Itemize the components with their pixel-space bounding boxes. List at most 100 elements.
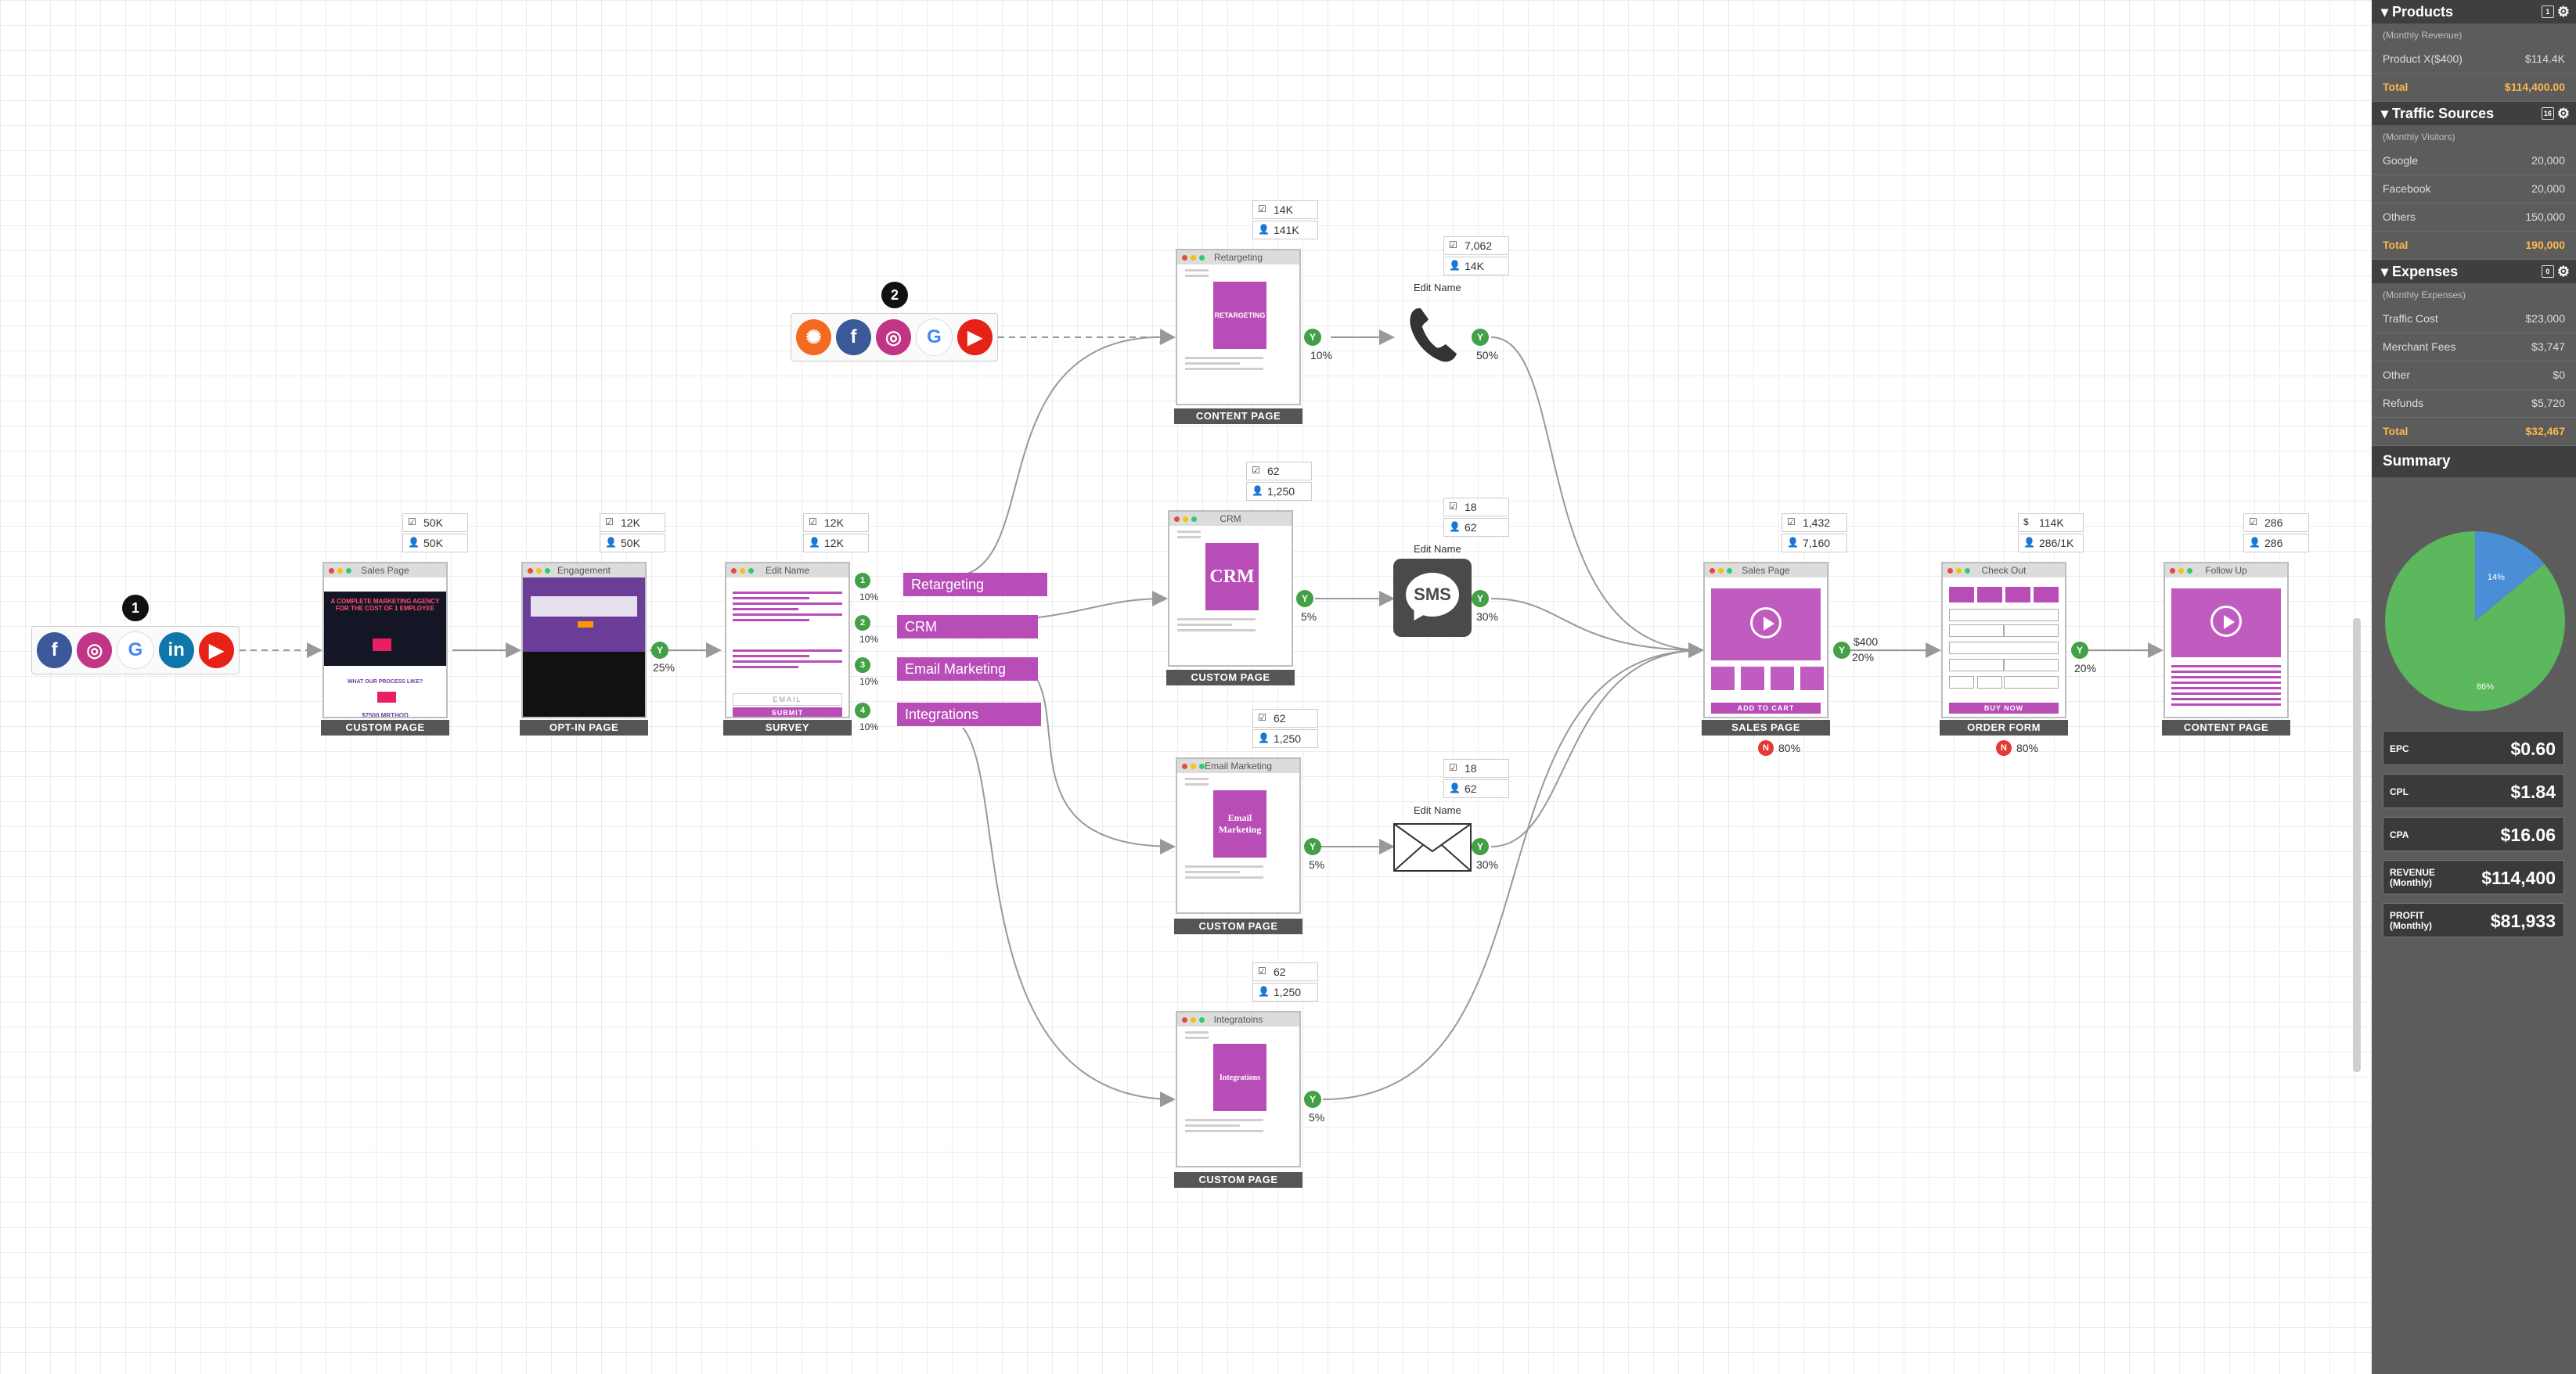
yes-badge[interactable]: Y xyxy=(1304,1091,1321,1108)
row-value: $0 xyxy=(2553,369,2565,381)
panel-row[interactable]: Merchant Fees$3,747 xyxy=(2372,333,2576,361)
yes-badge[interactable]: Y xyxy=(651,642,668,659)
page-title: Check Out xyxy=(1981,565,2027,576)
integrations-page-node[interactable]: Integratoins Integrations xyxy=(1176,1011,1301,1167)
action-name[interactable]: Edit Name xyxy=(1414,804,1461,816)
row-label: Others xyxy=(2383,210,2416,223)
pie-slice xyxy=(2385,531,2565,711)
products-header[interactable]: ▾ Products 1⚙ xyxy=(2372,0,2576,23)
summary-metric: EPC$0.60 xyxy=(2383,731,2564,765)
survey-page-node[interactable]: Edit Name EMAIL SUBMIT xyxy=(725,562,850,718)
order-form-node[interactable]: Check Out BUY NOW xyxy=(1941,562,2066,718)
survey-answer-option[interactable]: Retargeting xyxy=(903,573,1047,596)
gear-icon[interactable]: ⚙ xyxy=(2556,106,2570,121)
youtube-icon[interactable]: ▶ xyxy=(198,632,235,668)
action-stats: ☑18 👤62 xyxy=(1443,759,1509,800)
canvas-scrollbar[interactable] xyxy=(2353,618,2361,1072)
sales-page-node[interactable]: Sales Page A COMPLETE MARKETING AGENCY F… xyxy=(322,562,448,718)
yes-badge[interactable]: Y xyxy=(1472,838,1489,855)
followup-page-node[interactable]: Follow Up xyxy=(2163,562,2289,718)
total-value: $114,400.00 xyxy=(2504,81,2565,93)
yes-badge[interactable]: Y xyxy=(1296,590,1313,607)
google-icon[interactable]: G xyxy=(916,318,953,356)
envelope-icon[interactable] xyxy=(1393,823,1472,872)
row-label: Traffic Cost xyxy=(2383,312,2438,325)
survey-answer-option[interactable]: Email Marketing xyxy=(897,657,1038,681)
webhook-icon[interactable]: ✺ xyxy=(796,319,831,355)
answer-number-badge: 3 xyxy=(855,657,870,673)
total-label: Total xyxy=(2383,239,2408,251)
yes-badge[interactable]: Y xyxy=(1472,590,1489,607)
yes-badge[interactable]: Y xyxy=(1304,329,1321,346)
summary-metric: REVENUE (Monthly)$114,400 xyxy=(2383,860,2564,894)
row-label: Refunds xyxy=(2383,397,2424,409)
crm-page-node[interactable]: CRM CRM xyxy=(1168,510,1293,667)
survey-answer-option[interactable]: Integrations xyxy=(897,703,1041,726)
yes-badge[interactable]: Y xyxy=(2071,642,2088,659)
summary-metric: CPA$16.06 xyxy=(2383,817,2564,851)
submit-button: SUBMIT xyxy=(733,707,842,717)
page-type-label: CUSTOM PAGE xyxy=(321,720,449,736)
page-cta: $7500 MRTHOD xyxy=(362,712,409,718)
summary-metric: PROFIT (Monthly)$81,933 xyxy=(2383,903,2564,937)
instagram-icon[interactable]: ◎ xyxy=(77,632,113,668)
action-stats: ☑18 👤62 xyxy=(1443,498,1509,538)
connector-line xyxy=(1032,591,1168,619)
count-badge: 0 xyxy=(2541,265,2554,278)
survey-answer-option[interactable]: CRM xyxy=(897,615,1038,638)
instagram-icon[interactable]: ◎ xyxy=(876,319,911,355)
summary-pie-chart: 14%86% xyxy=(2385,531,2565,711)
youtube-icon[interactable]: ▶ xyxy=(957,319,993,355)
metric-label: CPA xyxy=(2390,829,2409,840)
answer-rate: 10% xyxy=(859,634,879,645)
answer-rate: 10% xyxy=(859,676,879,687)
content-page-node[interactable]: Retargeting RETARGETING xyxy=(1176,249,1301,405)
panel-row[interactable]: Other$0 xyxy=(2372,361,2576,390)
connector-line xyxy=(962,727,1176,1107)
page-type-label: CONTENT PAGE xyxy=(2162,720,2290,736)
panel-row[interactable]: Product X($400)$114.4K xyxy=(2372,45,2576,74)
pie-slice xyxy=(2475,531,2545,621)
sales-page-node[interactable]: Sales Page ADD TO CART xyxy=(1703,562,1828,718)
no-badge[interactable]: N xyxy=(1996,740,2012,756)
gear-icon[interactable]: ⚙ xyxy=(2556,4,2570,20)
facebook-icon[interactable]: f xyxy=(836,319,871,355)
traffic-sources-header[interactable]: ▾ Traffic Sources 16⚙ xyxy=(2372,102,2576,125)
yes-badge[interactable]: Y xyxy=(1304,838,1321,855)
panel-row[interactable]: Traffic Cost$23,000 xyxy=(2372,305,2576,333)
email-page-node[interactable]: Email Marketing Email Marketing xyxy=(1176,757,1301,914)
conversion-rate: 5% xyxy=(1309,1111,1325,1124)
expenses-header[interactable]: ▾ Expenses 0⚙ xyxy=(2372,260,2576,283)
optin-page-node[interactable]: Engagement xyxy=(521,562,647,718)
page-stats: ☑50K 👤50K xyxy=(402,513,468,554)
linkedin-icon[interactable]: in xyxy=(158,632,194,668)
traffic-source-group[interactable]: ✺f◎G▶ xyxy=(791,313,998,361)
google-icon[interactable]: G xyxy=(117,631,154,669)
no-badge[interactable]: N xyxy=(1758,740,1774,756)
gear-icon[interactable]: ⚙ xyxy=(2556,264,2570,279)
panel-row[interactable]: Refunds$5,720 xyxy=(2372,390,2576,418)
pie-slice-label: 86% xyxy=(2477,682,2494,692)
page-title: CRM xyxy=(1220,513,1241,524)
action-name[interactable]: Edit Name xyxy=(1414,543,1461,555)
play-icon xyxy=(1750,607,1782,638)
count-badge: 1 xyxy=(2541,5,2554,18)
page-stats: ☑12K 👤12K xyxy=(803,513,869,554)
yes-badge[interactable]: Y xyxy=(1833,642,1850,659)
action-name[interactable]: Edit Name xyxy=(1414,282,1461,293)
phone-icon[interactable] xyxy=(1405,305,1460,365)
facebook-icon[interactable]: f xyxy=(37,632,73,668)
page-stats: ☑286 👤286 xyxy=(2243,513,2309,554)
page-type-label: SALES PAGE xyxy=(1702,720,1830,736)
conversion-rate: 30% xyxy=(1476,858,1499,871)
yes-badge[interactable]: Y xyxy=(1472,329,1489,346)
page-thumbnail: CRM xyxy=(1205,543,1259,610)
sms-icon[interactable]: SMS xyxy=(1393,559,1472,637)
page-title: Sales Page xyxy=(361,565,409,576)
